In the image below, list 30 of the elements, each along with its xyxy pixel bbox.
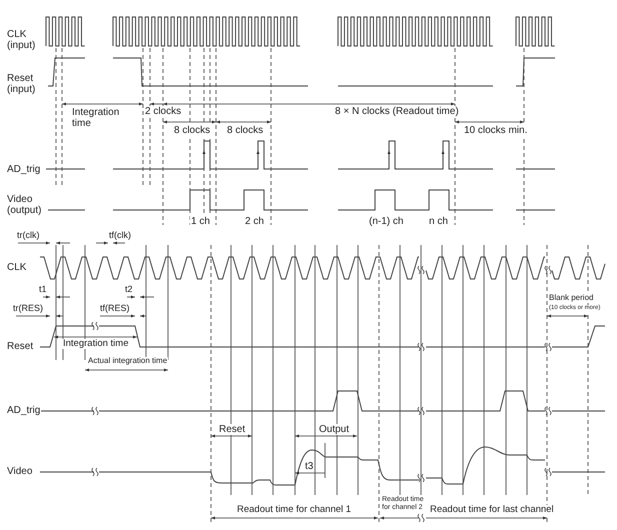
timing-label: tr(clk) xyxy=(16,231,40,241)
signal-name: AD_trig xyxy=(6,164,42,175)
dimension-label: 8 clocks xyxy=(226,125,264,136)
dimension-label: Reset xyxy=(218,424,246,435)
signal-name: Video xyxy=(6,466,34,477)
dimension-label: 8 clocks xyxy=(173,125,212,136)
signal-name: Reset xyxy=(6,341,34,352)
timing-label: t1 xyxy=(38,285,48,295)
dimension-label: Readout time for channel 1 xyxy=(236,505,352,516)
dimension-label: 2 clocks xyxy=(144,106,182,117)
signal-name: CLK xyxy=(6,262,28,273)
dimension-label: Readout time for last channel xyxy=(429,505,555,516)
dimension-label: Integration time xyxy=(62,339,130,350)
timing-label: Blank period xyxy=(548,294,594,303)
channel-label: 1 ch xyxy=(190,216,211,227)
timing-label: tr(RES) xyxy=(12,304,44,314)
timing-label: t2 xyxy=(124,285,134,295)
dimension-label: Output xyxy=(318,424,350,435)
dimension-label: 10 clocks min. xyxy=(463,125,528,136)
timing-label: tf(RES) xyxy=(99,304,131,314)
timing-label: t3 xyxy=(304,461,314,472)
signal-name: AD_trig xyxy=(6,405,42,416)
signal-name: Reset (input) xyxy=(6,73,48,95)
channel-label: 2 ch xyxy=(244,216,265,227)
channel-label: (n-1) ch xyxy=(368,216,404,227)
dimension-label: Actual integration time xyxy=(87,357,168,366)
channel-label: n ch xyxy=(428,216,449,227)
signal-name: Video (output) xyxy=(6,194,48,216)
dimension-label: 8 × N clocks (Readout time) xyxy=(334,106,460,117)
timing-label: tf(clk) xyxy=(108,231,132,241)
